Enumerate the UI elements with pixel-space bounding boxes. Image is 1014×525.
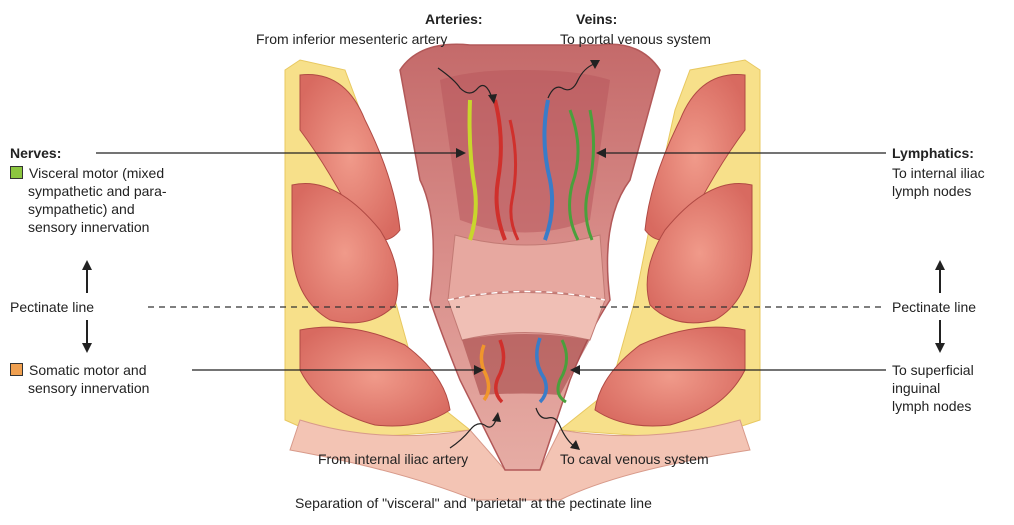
lymph-line-0: To internal iliac xyxy=(892,164,985,182)
nerves-heading: Nerves: xyxy=(10,144,61,162)
caption: Separation of "visceral" and "parietal" … xyxy=(295,494,652,512)
superficial-line-1: inguinal xyxy=(892,379,940,397)
left-down-arrowhead xyxy=(82,343,92,353)
visceral-line-0: Visceral motor (mixed xyxy=(10,164,164,182)
visceral-swatch xyxy=(10,166,23,179)
arteries-heading: Arteries: xyxy=(425,10,483,28)
pectinate-label-left: Pectinate line xyxy=(10,298,96,316)
lymph-line-1: lymph nodes xyxy=(892,182,971,200)
somatic-line-1: sensory innervation xyxy=(28,379,149,397)
anal-columns xyxy=(448,235,605,300)
superficial-line-0: To superficial xyxy=(892,361,974,379)
visceral-line-1: sympathetic and para- xyxy=(28,182,167,200)
anal-canal-lower xyxy=(448,293,605,341)
veins-text: To portal venous system xyxy=(560,30,711,48)
internal-iliac-text: From internal iliac artery xyxy=(318,450,468,468)
lymphatics-heading: Lymphatics: xyxy=(892,144,974,162)
superficial-line-2: lymph nodes xyxy=(892,397,971,415)
veins-heading: Veins: xyxy=(576,10,617,28)
somatic-swatch xyxy=(10,363,23,376)
somatic-line-0: Somatic motor and xyxy=(10,361,147,379)
right-up-arrowhead xyxy=(935,260,945,270)
somatic-text-0: Somatic motor and xyxy=(29,362,147,378)
left-up-arrowhead xyxy=(82,260,92,270)
visceral-line-3: sensory innervation xyxy=(28,218,149,236)
visceral-line-2: sympathetic) and xyxy=(28,200,135,218)
visceral-text-0: Visceral motor (mixed xyxy=(29,165,164,181)
right-down-arrowhead xyxy=(935,343,945,353)
pectinate-label-right: Pectinate line xyxy=(890,298,976,316)
caval-text: To caval venous system xyxy=(560,450,709,468)
arteries-text: From inferior mesenteric artery xyxy=(256,30,447,48)
